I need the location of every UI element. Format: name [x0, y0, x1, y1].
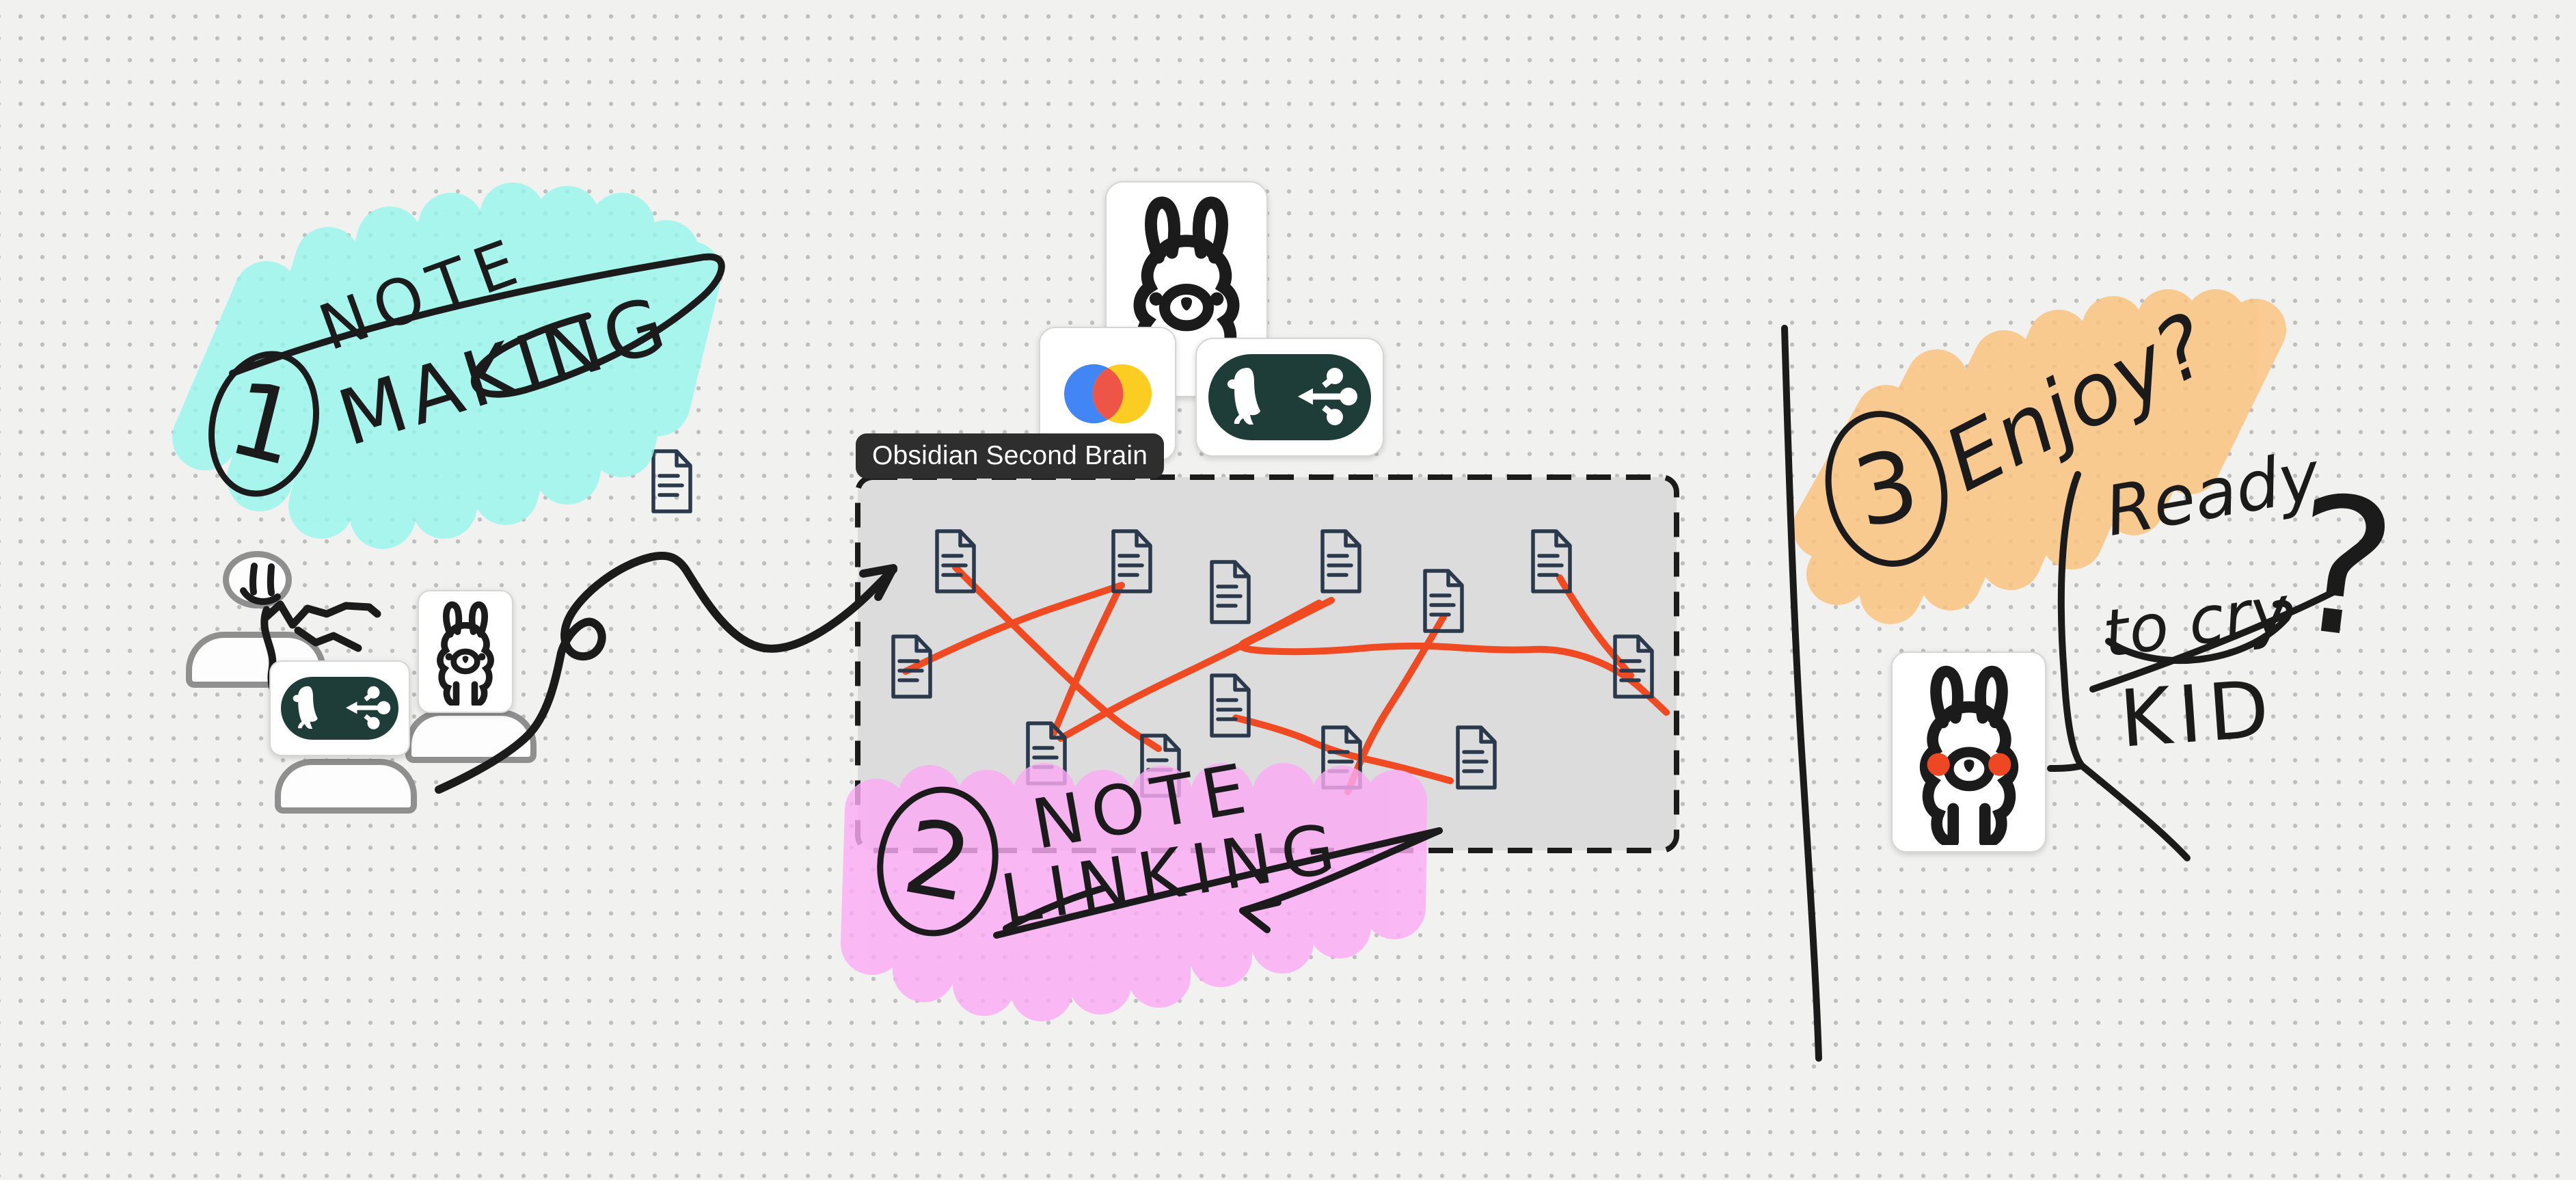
person-avatar-shoulders[interactable]	[405, 710, 537, 763]
note-connection-line[interactable]	[1556, 574, 1634, 679]
highlight-enjoy[interactable]	[1793, 289, 2286, 624]
ready-swoosh[interactable]	[2089, 586, 2342, 693]
note-connection-line[interactable]	[1238, 600, 1670, 716]
squiggle-arrow[interactable]	[435, 551, 897, 794]
making-swoosh[interactable]	[229, 253, 725, 398]
llama-card-small[interactable]	[418, 590, 513, 713]
step3-number: 3	[1845, 428, 1928, 550]
frame-label[interactable]: Obsidian Second Brain	[856, 433, 1165, 479]
llama-blushing-card[interactable]	[1891, 652, 2046, 853]
parrot-share-card-small[interactable]	[269, 660, 410, 756]
highlight-note-making[interactable]	[172, 183, 722, 549]
notes-frame[interactable]	[855, 474, 1679, 853]
person-avatar-shoulders[interactable]	[275, 759, 417, 814]
step1-number: 1	[217, 358, 310, 490]
note-connection-line[interactable]	[1344, 613, 1447, 795]
highlight-note-linking[interactable]	[841, 763, 1427, 1021]
step2-number: 2	[895, 797, 981, 926]
person-avatar-shoulders[interactable]	[186, 632, 326, 688]
stick-figure-doodle[interactable]	[240, 563, 381, 652]
parrot-share-card-top[interactable]	[1195, 338, 1384, 457]
note-connection-line[interactable]	[1050, 585, 1123, 736]
google-overlapping-circles-icon	[1063, 364, 1152, 424]
note-connection-line[interactable]	[952, 564, 1162, 752]
speech-bracket[interactable]	[2047, 471, 2191, 861]
divider-line[interactable]	[1781, 325, 1822, 1062]
linking-arrow[interactable]	[993, 827, 1443, 939]
speech-line-3[interactable]: KID	[2117, 663, 2279, 766]
